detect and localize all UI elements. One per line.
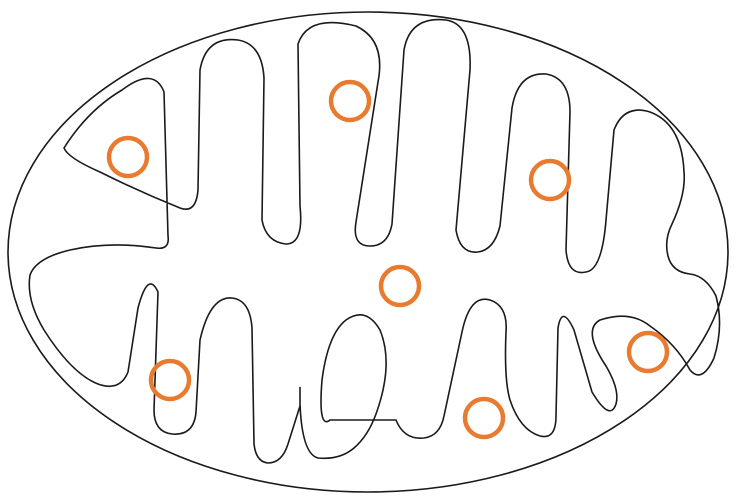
background bbox=[0, 0, 737, 501]
diagram-canvas bbox=[0, 0, 737, 501]
mitochondrion-diagram bbox=[0, 0, 737, 501]
